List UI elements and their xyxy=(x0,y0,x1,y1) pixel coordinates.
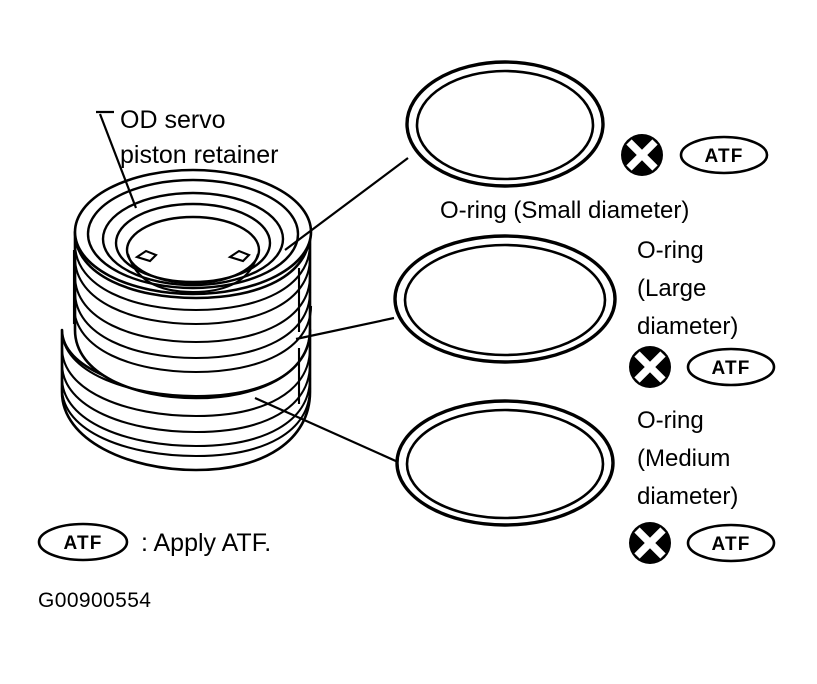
retainer-groove-u1 xyxy=(73,243,312,312)
retainer-groove-u4 xyxy=(73,291,312,360)
atf-badge-outline-small xyxy=(679,135,769,175)
legend-description: : Apply ATF. xyxy=(141,529,271,557)
retainer-groove-l3 xyxy=(60,377,312,448)
retainer-top-rim-1 xyxy=(86,178,300,290)
atf-badge-pair-medium: ATF xyxy=(629,522,776,564)
atf-badge-pair-small: ATF xyxy=(621,134,769,176)
retainer-groove-l1 xyxy=(60,347,312,418)
retainer-groove-l2 xyxy=(60,363,312,434)
atf-badge-small: ATF xyxy=(679,135,769,175)
retainer-groove-u5 xyxy=(72,305,313,374)
apply-fluid-x-icon-large xyxy=(629,346,671,388)
leader-lines xyxy=(96,110,409,464)
apply-fluid-x-icon-small xyxy=(621,134,663,176)
legend-atf-badge-outline xyxy=(37,522,129,562)
oring-medium-label-line3: diameter) xyxy=(637,483,738,510)
figure-id-label: G00900554 xyxy=(38,589,151,612)
apply-fluid-cross-medium xyxy=(634,527,666,559)
atf-badge-medium: ATF xyxy=(686,523,776,563)
leader-oring-small xyxy=(284,157,409,251)
oring-large-label-line2: (Large xyxy=(637,275,706,302)
callout-part-line1: OD servo xyxy=(120,106,226,134)
oring-small-outer xyxy=(405,60,605,188)
atf-badge-text-small: ATF xyxy=(704,146,743,167)
leader-oring-medium xyxy=(254,396,399,464)
od-servo-piston-retainer-drawing xyxy=(60,168,313,472)
oring-medium-label-line1: O-ring xyxy=(637,407,704,434)
atf-badge-large: ATF xyxy=(686,347,776,387)
leader-part-callout xyxy=(98,113,138,209)
leader-oring-large xyxy=(295,316,395,341)
retainer-step-shoulder xyxy=(60,329,312,398)
oring-medium-inner xyxy=(405,408,605,520)
atf-badge-text-large: ATF xyxy=(711,358,750,379)
legend-atf-badge-text: ATF xyxy=(63,533,102,554)
atf-badge-pair-large: ATF xyxy=(629,346,776,388)
oring-large-label-line3: diameter) xyxy=(637,313,738,340)
retainer-inner-tab-right xyxy=(227,249,251,263)
callout-part-line2: piston retainer xyxy=(120,141,278,169)
oring-medium-label-line2: (Medium xyxy=(637,445,730,472)
retainer-bore-inner xyxy=(125,215,261,285)
legend-row: ATF : Apply ATF. xyxy=(37,522,271,562)
apply-fluid-cross-small xyxy=(626,139,658,171)
apply-fluid-x-icon-medium xyxy=(629,522,671,564)
oring-small-inner xyxy=(415,69,595,181)
oring-large-label-line1: O-ring xyxy=(637,237,704,264)
oring-small-drawing xyxy=(405,60,605,188)
retainer-bore-lip xyxy=(126,253,260,294)
atf-badge-outline-large xyxy=(686,347,776,387)
retainer-groove-u3 xyxy=(73,275,312,344)
oring-large-drawing xyxy=(393,234,617,364)
retainer-groove-u2 xyxy=(73,257,312,326)
retainer-top-face xyxy=(73,168,313,296)
retainer-top-rim-2 xyxy=(101,191,285,287)
apply-fluid-cross-large xyxy=(634,351,666,383)
retainer-inner-tab-left xyxy=(134,249,158,263)
oring-small-label-line1: O-ring (Small diameter) xyxy=(440,197,689,224)
oring-medium-outer xyxy=(395,399,615,527)
retainer-groove-l4 xyxy=(60,387,312,458)
atf-badge-outline-medium xyxy=(686,523,776,563)
oring-large-outer xyxy=(393,234,617,364)
oring-medium-drawing xyxy=(395,399,615,527)
oring-large-inner xyxy=(403,243,607,357)
atf-badge-text-medium: ATF xyxy=(711,534,750,555)
